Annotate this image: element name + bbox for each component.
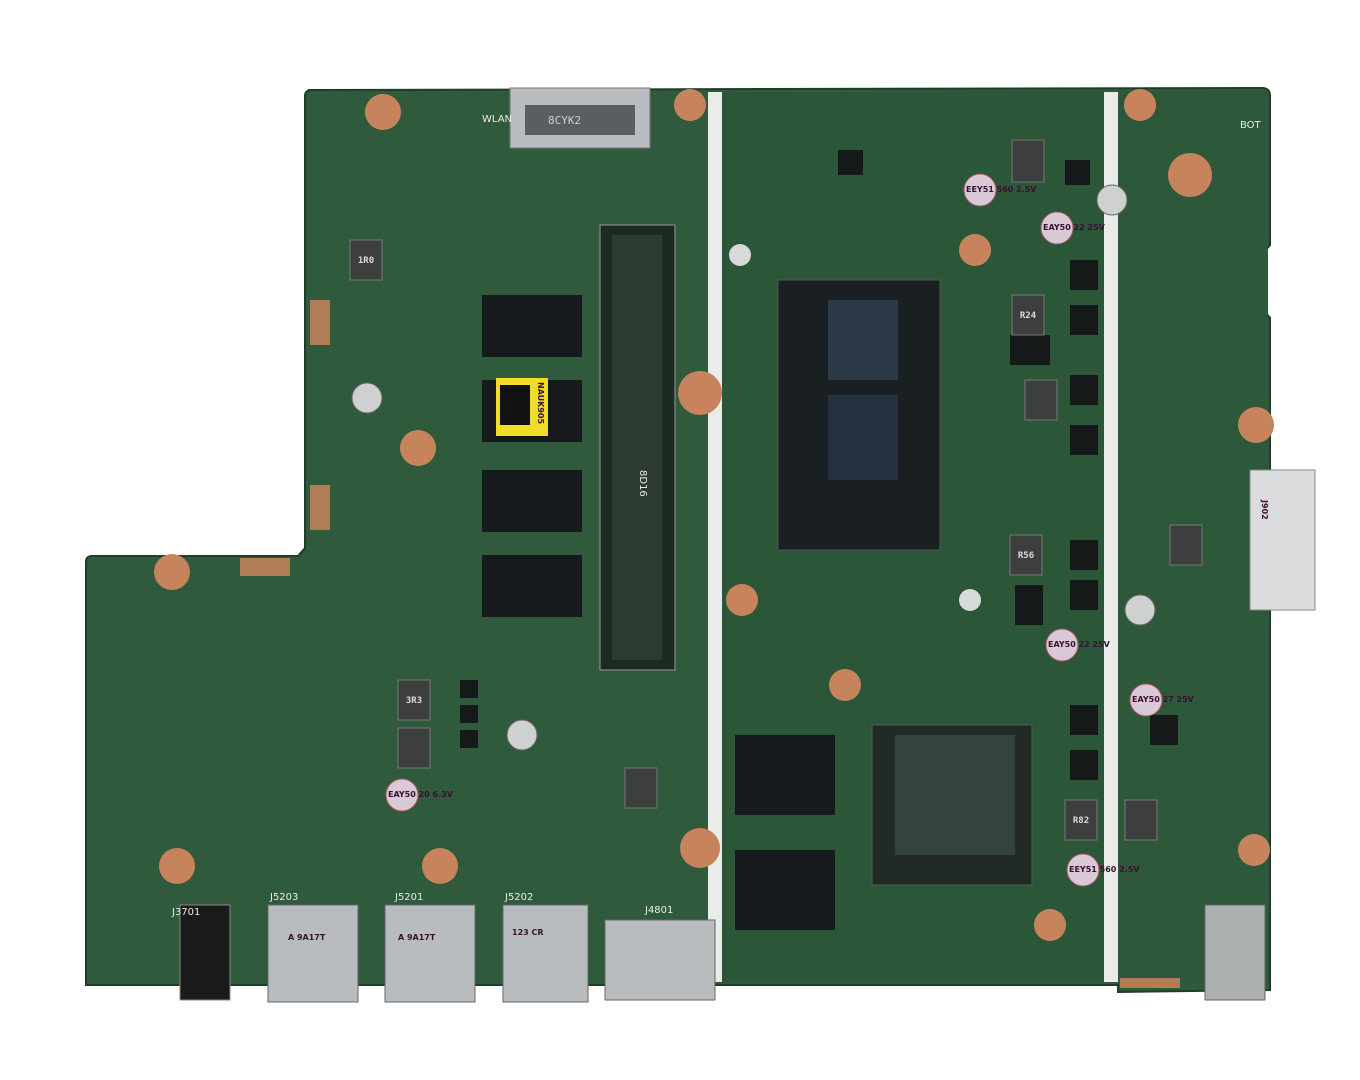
usb-port-3[interactable] xyxy=(502,904,589,1003)
vram-chip xyxy=(735,735,835,815)
capacitors xyxy=(351,173,1163,887)
inductor-label: R82 xyxy=(1073,816,1089,826)
audio-jack xyxy=(179,904,231,1001)
inductor-label: 1R0 xyxy=(358,256,374,266)
capacitor-label: EAY50 22 25V xyxy=(1048,640,1111,649)
capacitor-label: EEY51 560 2.5V xyxy=(966,185,1037,194)
capacitor-label: EEY51 560 2.5V xyxy=(1069,865,1140,874)
hdmi-port[interactable] xyxy=(604,919,716,1001)
wlan-label: WLAN xyxy=(482,114,512,125)
bot-label: BOT xyxy=(1240,120,1262,131)
capacitor-label: EAY50 27 25V xyxy=(1132,695,1195,704)
mosfets xyxy=(460,150,1178,780)
capacitor-label: EAY50 22 25V xyxy=(1043,223,1106,232)
usb-port-3-ref: J5202 xyxy=(504,892,533,903)
usb-port-2[interactable] xyxy=(384,904,476,1003)
inductor-label: 3R3 xyxy=(406,696,422,706)
usb-port-1-ref: J5203 xyxy=(269,892,298,903)
cpu-die-pch xyxy=(828,395,898,480)
usb-port-3-label: 123 CR xyxy=(512,928,544,937)
inductor-label: R24 xyxy=(1020,311,1037,321)
ram-sticker-label: NAUK905 xyxy=(536,382,545,424)
mounting-holes xyxy=(154,89,1274,941)
usb-port-1-label: A 9A17T xyxy=(288,933,326,942)
hdmi-port-ref: J4801 xyxy=(644,905,673,916)
dc-jack xyxy=(1204,904,1266,1001)
separator-strip xyxy=(1104,92,1118,982)
gpu-die xyxy=(895,735,1015,855)
inductors xyxy=(349,139,1203,841)
cpu-die xyxy=(828,300,898,380)
battery-connector-label: J902 xyxy=(1260,499,1269,520)
audio-jack-label: J3701 xyxy=(171,907,200,918)
screw-standoffs xyxy=(729,244,981,611)
ddr-label: 8D16 xyxy=(637,470,648,497)
copper-pads xyxy=(240,300,1180,988)
capacitor-label: EAY50 20 6.3V xyxy=(388,790,454,799)
battery-connector xyxy=(1249,469,1316,611)
usb-port-1[interactable] xyxy=(267,904,359,1003)
usb-port-2-ref: J5201 xyxy=(394,892,423,903)
vram-chip xyxy=(735,850,835,930)
separator-strip xyxy=(708,92,722,982)
inductor-label: R56 xyxy=(1018,551,1034,561)
usb-port-2-label: A 9A17T xyxy=(398,933,436,942)
m2-slot-label: 8CYK2 xyxy=(548,114,581,127)
